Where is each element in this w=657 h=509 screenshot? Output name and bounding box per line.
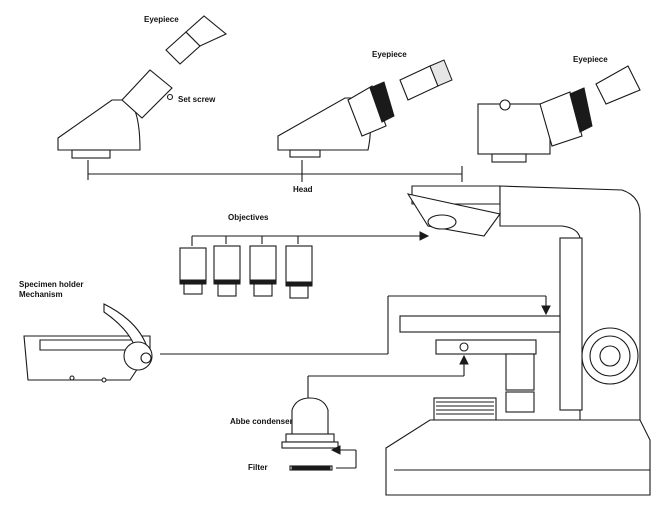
eyepiece-ring-2 [369, 81, 395, 123]
label-eyepiece-2: Eyepiece [372, 50, 407, 59]
condenser-arrow-icon [459, 354, 469, 365]
label-mechanism: Mechanism [19, 290, 63, 299]
head-callout [87, 160, 463, 182]
specimen-holder [23, 295, 551, 383]
eyepiece-upper-1 [185, 15, 228, 47]
condenser-top [291, 397, 329, 435]
microscope-stage [399, 315, 561, 333]
label-objectives: Objectives [228, 213, 269, 222]
head-base-3 [491, 153, 527, 163]
head-binocular-1 [277, 59, 453, 158]
condenser-base [281, 441, 339, 449]
label-eyepiece-1: Eyepiece [144, 15, 179, 24]
condenser-knob-icon [459, 342, 469, 352]
label-set-screw: Set screw [178, 95, 216, 104]
objectives-arrow-icon [419, 231, 430, 241]
specimen-holder-slot [39, 339, 141, 351]
specimen-holder-screw-icon [140, 352, 152, 364]
eyepiece-3 [595, 65, 641, 105]
stage-support [435, 339, 537, 355]
microscope-column [559, 237, 583, 411]
objective-3 [249, 245, 277, 297]
label-eyepiece-3: Eyepiece [573, 55, 608, 64]
light-housing [433, 397, 497, 421]
objective-2 [213, 245, 241, 297]
label-abbe-condenser: Abbe condenser [230, 417, 293, 426]
abbe-condenser [281, 354, 469, 449]
head-trinocular [477, 65, 641, 163]
head-monocular [57, 15, 228, 159]
eyepiece-cap-2 [429, 59, 453, 87]
condenser-lower [505, 391, 535, 413]
head-body-3 [477, 103, 551, 155]
eyepiece-ring-3 [569, 87, 593, 133]
filter-arrow-icon [330, 445, 341, 455]
objective-4 [285, 245, 313, 299]
camera-port-icon [499, 99, 511, 111]
filter [289, 445, 357, 471]
objectives-group [179, 231, 430, 299]
specimen-arrow-icon [541, 305, 551, 316]
label-specimen-holder: Specimen holder [19, 280, 83, 289]
condenser-ring [285, 433, 335, 443]
label-head: Head [293, 185, 313, 194]
focus-knob-center [599, 345, 621, 367]
condenser-holder [505, 353, 535, 391]
head-base-2 [289, 149, 321, 158]
microscope-base [385, 419, 651, 496]
objective-1 [179, 247, 207, 295]
label-filter: Filter [248, 463, 268, 472]
eyepiece-tube-3 [539, 91, 583, 147]
eyepiece-tube-2 [347, 85, 387, 137]
microscope-body [385, 185, 651, 496]
set-screw-icon [166, 93, 174, 101]
head-body-1 [57, 99, 141, 151]
head-base-1 [71, 149, 111, 159]
eyepiece-tube-1 [121, 69, 173, 119]
nosepiece-lens [427, 214, 457, 230]
